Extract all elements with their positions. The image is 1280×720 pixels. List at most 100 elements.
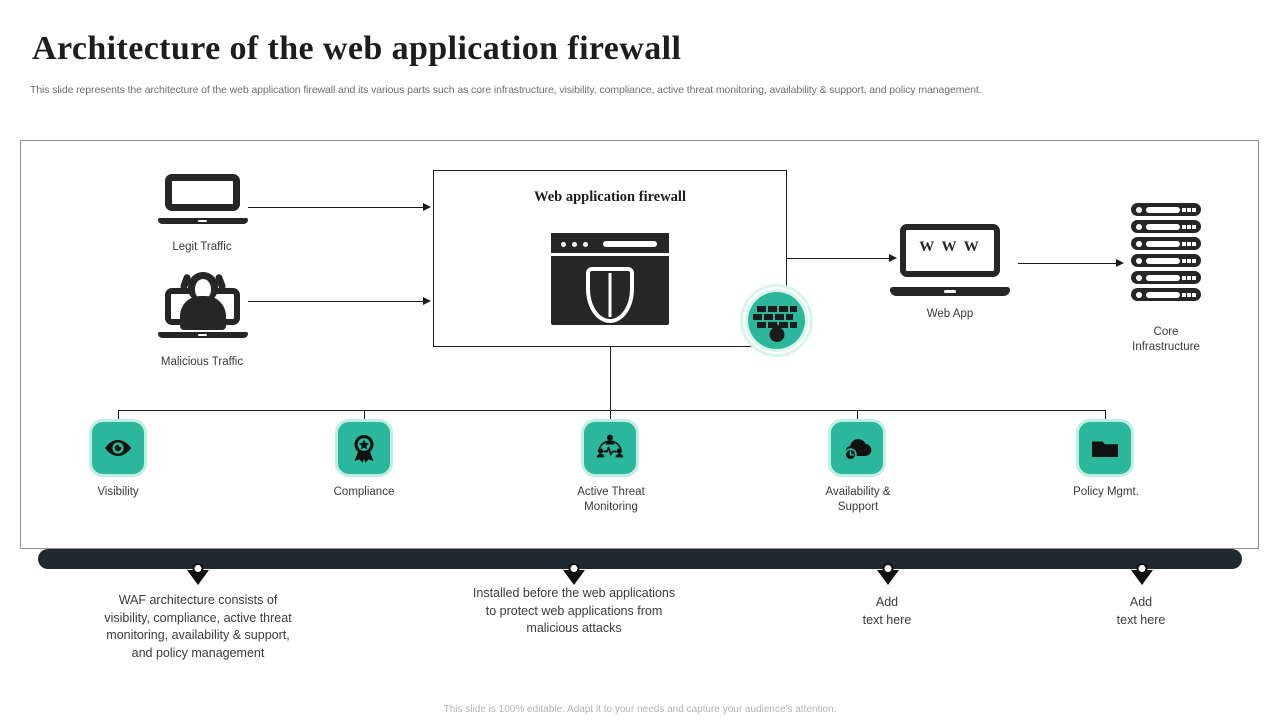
waf-box-title: Web application firewall	[534, 189, 686, 205]
brick-row-2	[752, 313, 793, 320]
connector-stub-visibility	[118, 410, 119, 420]
web-app-label: Web App	[926, 308, 974, 320]
pin-tail	[563, 570, 585, 585]
hacker-body	[179, 296, 226, 330]
laptop-notch	[198, 219, 207, 222]
pin-head	[882, 563, 894, 574]
laptop-icon	[157, 174, 248, 224]
arrow-head-core	[1116, 259, 1124, 267]
server-slot	[1146, 257, 1180, 264]
callout-text-2: Installed before the web applications to…	[472, 586, 676, 635]
callout-pin-1	[187, 563, 209, 587]
bottom-accent-bar	[38, 549, 1242, 569]
callout-text-1: WAF architecture consists of visibility,…	[104, 593, 292, 660]
arrow-head-webapp	[889, 254, 897, 262]
award-ribbon-icon	[354, 435, 374, 463]
web-application-firewall-box: Web application firewall	[433, 170, 787, 347]
feature-label-compliance: Compliance	[333, 486, 395, 498]
cloud-clock-icon	[844, 439, 872, 461]
eye-icon	[105, 440, 131, 456]
browser-shield-icon	[551, 233, 669, 325]
arrow-malicious-to-waf	[248, 301, 424, 302]
callout-text-3: Add text here	[862, 595, 912, 627]
laptop-camera	[947, 234, 953, 239]
pin-tail	[1131, 570, 1153, 585]
laptop-screen	[165, 174, 240, 211]
network-monitoring-icon	[596, 434, 624, 458]
pin-tail	[877, 570, 899, 585]
connector-waf-down	[610, 347, 611, 410]
server-slot	[1146, 291, 1180, 298]
server-led	[1136, 223, 1142, 230]
server-slot	[1146, 223, 1180, 230]
feature-label-active-threat-monitoring: Active Threat Monitoring	[577, 486, 645, 513]
arrow-waf-to-webapp	[787, 258, 891, 259]
footer-note: This slide is 100% editable. Adapt it to…	[443, 704, 837, 715]
browser-dot-1	[561, 242, 566, 247]
page-subtitle: This slide represents the architecture o…	[30, 84, 982, 96]
firewall-badge-icon	[740, 284, 813, 357]
browser-titlebar	[551, 233, 669, 256]
feature-tile-policy-mgmt[interactable]	[1076, 419, 1134, 477]
server-slot	[1146, 206, 1180, 213]
feature-tile-compliance[interactable]	[335, 419, 393, 477]
www-laptop-icon: W W W	[890, 224, 1010, 296]
connector-stub-availability	[857, 410, 858, 420]
server-led	[1136, 240, 1142, 247]
hacker-laptop-icon	[157, 272, 248, 338]
page-title: Architecture of the web application fire…	[32, 30, 682, 67]
feature-label-policy-mgmt: Policy Mgmt.	[1073, 486, 1139, 498]
core-infrastructure-label: Core Infrastructure	[1132, 326, 1200, 353]
malicious-traffic-label: Malicious Traffic	[160, 356, 244, 368]
server-slot	[1146, 240, 1180, 247]
arrow-webapp-to-core	[1018, 263, 1118, 264]
connector-stub-monitoring	[610, 410, 611, 420]
server-slot	[1146, 274, 1180, 281]
folder-icon	[1092, 441, 1118, 457]
server-stack-icon	[1131, 203, 1201, 305]
shield-divider	[608, 273, 612, 317]
feature-label-availability-support: Availability & Support	[825, 486, 891, 513]
pin-head	[1136, 563, 1148, 574]
hacker-figure-icon	[176, 272, 230, 330]
brick-row-1	[756, 305, 797, 312]
browser-dot-2	[572, 242, 577, 247]
callout-pin-4	[1131, 563, 1153, 587]
brick-wall-icon	[752, 305, 797, 345]
server-unit	[1131, 288, 1201, 301]
server-led	[1136, 274, 1142, 281]
callout-text-4: Add text here	[1116, 595, 1166, 627]
server-dots	[1182, 241, 1196, 246]
server-dots	[1182, 275, 1196, 280]
arrow-head-malicious	[423, 297, 431, 305]
server-unit	[1131, 271, 1201, 284]
server-led	[1136, 257, 1142, 264]
server-led	[1136, 206, 1142, 213]
hacker-face	[194, 279, 211, 299]
feature-label-visibility: Visibility	[97, 486, 139, 498]
server-unit	[1131, 203, 1201, 216]
pin-tail	[187, 570, 209, 585]
laptop-notch	[944, 289, 956, 294]
callout-pin-2	[563, 563, 585, 587]
feature-tile-availability-support[interactable]	[828, 419, 886, 477]
www-text-icon: W W W	[919, 239, 981, 256]
server-dots	[1182, 292, 1196, 297]
pin-head	[568, 563, 580, 574]
feature-tile-visibility[interactable]	[89, 419, 147, 477]
server-unit	[1131, 254, 1201, 267]
badge-ring	[743, 287, 810, 354]
laptop-screen: W W W	[900, 224, 1000, 278]
arrow-legit-to-waf	[248, 207, 424, 208]
server-dots	[1182, 224, 1196, 229]
server-dots	[1182, 207, 1196, 212]
connector-horizontal-bus	[118, 410, 1106, 411]
callout-pin-3	[877, 563, 899, 587]
legit-traffic-label: Legit Traffic	[172, 241, 232, 253]
feature-tile-active-threat-monitoring[interactable]	[581, 419, 639, 477]
pin-head	[192, 563, 204, 574]
browser-dot-3	[583, 242, 588, 247]
server-unit	[1131, 220, 1201, 233]
connector-stub-compliance	[364, 410, 365, 420]
